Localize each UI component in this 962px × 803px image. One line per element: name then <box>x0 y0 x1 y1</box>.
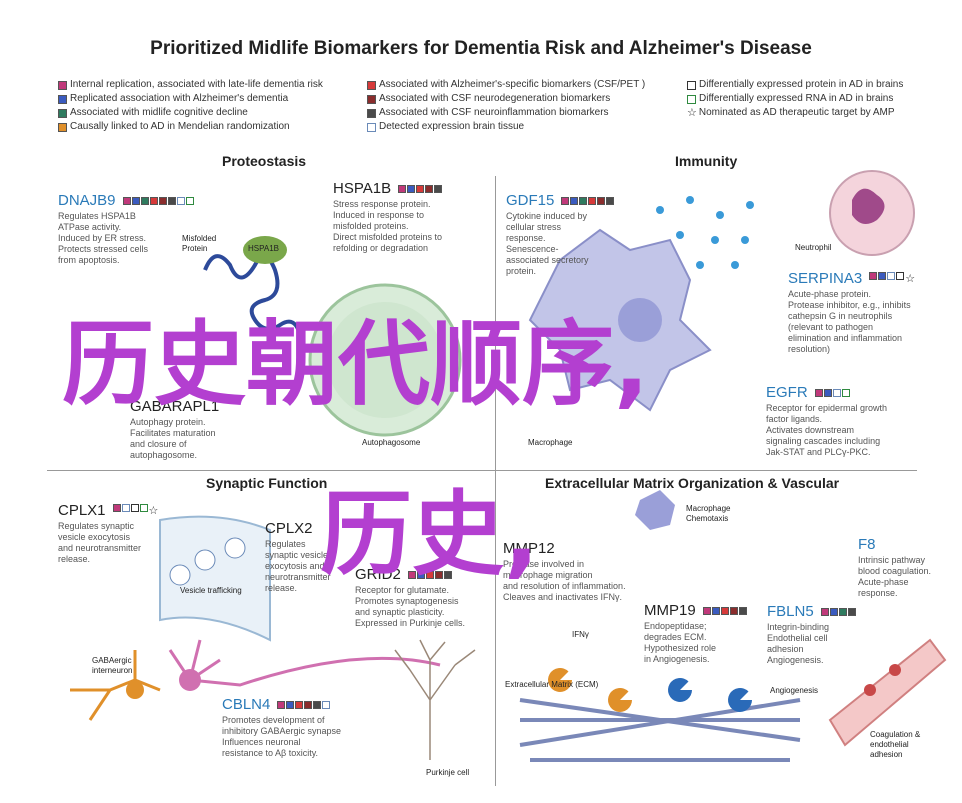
legend-item: Associated with CSF neurodegeneration bi… <box>367 92 645 106</box>
gene-hspa1b: HSPA1B Stress response protein. Induced … <box>333 180 443 253</box>
purkinje-label: Purkinje cell <box>426 768 470 777</box>
gene-mmp19: MMP19 Endopeptidase; degrades ECM. Hypot… <box>644 602 747 665</box>
cytokine-dots <box>656 196 754 269</box>
legend-item: Associated with midlife cognitive declin… <box>58 106 323 120</box>
gene-f8: F8 Intrinsic pathway blood coagulation. … <box>858 536 932 598</box>
angiogenesis-label: Angiogenesis <box>770 686 819 695</box>
star-icon: ☆ <box>687 107 697 119</box>
purkinje-cell-illustration <box>394 639 476 760</box>
gene-mmp12: MMP12 Protease involved in macrophage mi… <box>503 540 626 602</box>
hspa1b-blob-label: HSPA1B <box>248 244 279 253</box>
gene-cplx1: CPLX1 ☆ Regulates synaptic vesicle exocy… <box>58 502 161 564</box>
color-swatch <box>58 122 67 132</box>
legend-item: Causally linked to AD in Mendelian rando… <box>58 120 323 134</box>
figure-title: Prioritized Midlife Biomarkers for Demen… <box>150 38 812 59</box>
legend-column-2: Associated with Alzheimer's-specific bio… <box>367 78 645 134</box>
evidence-badges <box>814 388 850 397</box>
legend-column-3: Differentially expressed protein in AD i… <box>687 78 903 120</box>
legend-item: Associated with Alzheimer's-specific bio… <box>367 78 645 92</box>
evidence-badges <box>561 196 615 205</box>
macrophage-label: Macrophage <box>528 438 573 447</box>
color-swatch <box>58 94 67 104</box>
gene-grid2: GRID2 Receptor for glutamate. Promotes s… <box>355 566 466 628</box>
gene-gdf15: GDF15 Cytokine induced by cellular stres… <box>506 192 615 277</box>
ecm-label: Extracellular Matrix (ECM) <box>505 680 599 689</box>
legend-item: Associated with CSF neuroinflammation bi… <box>367 106 645 120</box>
color-swatch <box>367 80 376 90</box>
evidence-badges <box>820 607 856 616</box>
evidence-badges <box>702 606 747 615</box>
gene-dnajb9: DNAJB9 Regulates HSPA1B ATPase activity.… <box>58 192 194 266</box>
evidence-badges <box>122 196 194 205</box>
pacman-enzymes <box>548 667 632 712</box>
ifng-label: IFNγ <box>572 630 589 639</box>
macrophage-chemotaxis-illustration <box>635 490 675 530</box>
gene-fbln5: FBLN5 Integrin-binding Endothelial cell … <box>767 603 856 666</box>
evidence-badges <box>407 570 452 579</box>
evidence-badges <box>398 184 443 193</box>
gene-gabarapl1: GABARAPL1 Autophagy protein. Facilitates… <box>130 398 220 460</box>
legend-column-1: Internal replication, associated with la… <box>58 78 323 134</box>
overlay-text-line2: 历史, <box>320 481 539 588</box>
ecm-illustration <box>519 698 801 762</box>
interneuron-illustration <box>168 639 441 687</box>
star-icon: ☆ <box>148 505 159 517</box>
gabaergic-neuron-illustration <box>70 650 161 721</box>
color-swatch <box>687 94 696 104</box>
color-swatch <box>58 108 67 118</box>
gene-cplx2: CPLX2 Regulates synaptic vesicle exocyto… <box>265 520 331 593</box>
overlay-text-line1: 历史朝代顺序, <box>62 311 649 418</box>
section-title-immunity: Immunity <box>675 153 738 169</box>
section-title-ecm: Extracellular Matrix Organization & Vasc… <box>545 475 840 491</box>
gene-egfr: EGFR Receptor for epidermal growth facto… <box>766 384 888 457</box>
hspa1b-blob <box>243 236 287 264</box>
legend-item: Replicated association with Alzheimer's … <box>58 92 323 106</box>
evidence-badges: ☆ <box>112 504 161 517</box>
section-title-synaptic: Synaptic Function <box>206 475 328 491</box>
color-swatch <box>367 122 376 132</box>
legend-item: Detected expression brain tissue <box>367 120 645 134</box>
autophagosome-label: Autophagosome <box>362 438 421 447</box>
section-title-proteostasis: Proteostasis <box>222 153 307 169</box>
section-divider-vertical <box>495 176 496 786</box>
neutrophil-label: Neutrophil <box>795 243 832 252</box>
star-icon: ☆ <box>905 273 916 285</box>
legend-item: ☆Nominated as AD therapeutic target by A… <box>687 107 895 119</box>
vesicle-trafficking-label: Vesicle trafficking <box>180 586 242 595</box>
evidence-badges <box>277 700 331 709</box>
color-swatch <box>58 80 67 90</box>
legend-item: Differentially expressed RNA in AD in br… <box>687 92 903 106</box>
section-divider-horizontal <box>47 470 917 471</box>
color-swatch <box>687 80 696 90</box>
evidence-badges: ☆ <box>869 272 917 285</box>
legend-item: Differentially expressed protein in AD i… <box>687 78 903 92</box>
gene-serpina3: SERPINA3 ☆ Acute-phase protein. Protease… <box>788 270 917 354</box>
color-swatch <box>367 94 376 104</box>
misfolded-protein-illustration <box>203 254 302 336</box>
color-swatch <box>367 108 376 118</box>
legend-item: Internal replication, associated with la… <box>58 78 323 92</box>
gene-cbln4: CBLN4 Promotes development of inhibitory… <box>222 696 342 758</box>
